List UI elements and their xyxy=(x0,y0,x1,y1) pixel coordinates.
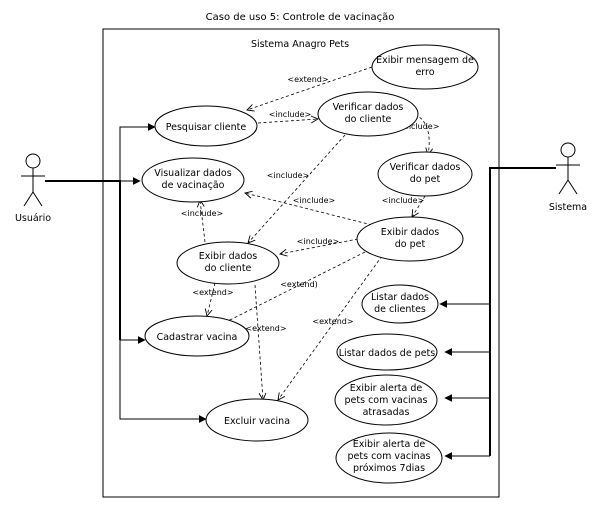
label-include-exibir-cliente-b: <include> xyxy=(297,237,339,246)
use-case-listar-pets-line1: Listar dados de pets xyxy=(339,348,436,359)
diagram-title: Caso de uso 5: Controle de vacinação xyxy=(206,12,395,23)
label-include-exibir-cliente-a: <include> xyxy=(267,171,309,180)
actor-user-head xyxy=(25,153,41,169)
use-case-listar-clientes-line1: Listar dados xyxy=(371,292,429,303)
label-extend-msg-erro: <extend> xyxy=(287,75,328,84)
use-case-exibir-cliente-line1: Exibir dados xyxy=(199,251,258,262)
actor-system: Sistema xyxy=(549,142,587,213)
use-case-listar-pets: Listar dados de pets xyxy=(336,333,438,371)
label-extend-excluir-a: <extend> xyxy=(245,324,286,333)
use-case-msg-erro-line1: Exibir mensagem de xyxy=(376,55,474,66)
actor-system-leg-right xyxy=(567,179,578,195)
use-case-cadastrar-vacina: Cadastrar vacina xyxy=(144,315,250,357)
use-case-alerta-proximos-line1: Exibir alerta de xyxy=(353,439,426,450)
rel-exibir-pet-to-excluir xyxy=(278,255,383,400)
system-assoc-trunk xyxy=(489,167,556,456)
rel-verificar-cliente-to-exibir-cliente xyxy=(248,134,346,243)
use-case-alerta-atrasadas-line3: atrasadas xyxy=(363,407,410,418)
use-case-listar-clientes-line2: de clientes xyxy=(374,304,426,315)
use-case-excluir-line1: Excluir vacina xyxy=(224,416,290,427)
use-case-verificar-pet-line1: Verificar dados xyxy=(390,162,461,173)
actor-user: Usuário xyxy=(15,153,51,224)
use-case-exibir-cliente-line2: do cliente xyxy=(205,263,252,274)
actor-system-leg-left xyxy=(558,179,569,195)
label-include-exibir-pet: <include> xyxy=(382,196,424,205)
use-case-alerta-proximos-line2: pets com vacinas xyxy=(348,451,431,462)
use-case-verificar-pet-line2: do pet xyxy=(410,174,441,185)
use-case-visualizar-line2: de vacinação xyxy=(162,180,225,191)
system-associations xyxy=(440,167,556,456)
rel-msg-erro-to-pesquisar xyxy=(247,66,373,110)
label-extend-excluir-b: <extend> xyxy=(312,317,353,326)
use-case-verificar-cliente-line1: Verificar dados xyxy=(333,102,404,113)
use-case-exibir-pet-line1: Exibir dados xyxy=(381,227,440,238)
rel-pesquisar-to-verificar-cliente xyxy=(257,119,318,124)
actor-system-head xyxy=(560,142,576,158)
use-case-exibir-pet-line2: do pet xyxy=(395,239,426,250)
use-case-excluir-vacina: Excluir vacina xyxy=(205,398,309,442)
relation-labels: <extend> <include> (include> <include> <… xyxy=(181,75,440,333)
svg-text:Cadastrar vacina: Cadastrar vacina xyxy=(157,332,238,343)
use-case-alerta-atrasadas-line2: pets com vacinas xyxy=(345,395,428,406)
user-assoc-excluir xyxy=(119,340,206,419)
label-extend-cadastrar-b: <extend) xyxy=(280,280,318,289)
rel-exibir-cliente-to-visualizar xyxy=(200,200,206,243)
rel-exibir-cliente-to-cadastrar xyxy=(207,282,216,316)
label-include-verificar-pet: (include> xyxy=(401,122,440,131)
label-extend-cadastrar-a: <extend> xyxy=(192,288,233,297)
user-assoc-pesquisar xyxy=(119,127,155,181)
rel-exibir-pet-to-exibir-cliente xyxy=(280,238,359,254)
label-include-pesquisar: <include> xyxy=(269,110,311,119)
actor-system-label: Sistema xyxy=(549,202,587,213)
use-case-alerta-proximos-line3: próximos 7dias xyxy=(353,463,425,474)
use-case-pesquisar-cliente: Pesquisar cliente xyxy=(154,105,258,147)
use-case-alerta-atrasadas-line1: Exibir alerta de xyxy=(350,383,423,394)
use-case-cadastrar-line1: Cadastrar vacina xyxy=(157,332,238,343)
rel-verificar-pet-to-exibir-pet xyxy=(412,195,426,217)
svg-text:Listar dados de pets: Listar dados de pets xyxy=(339,348,436,359)
label-include-visualizar-b: <include> xyxy=(181,209,223,218)
rel-verificar-cliente-to-verificar-pet xyxy=(409,111,429,155)
system-name: Sistema Anagro Pets xyxy=(251,39,349,50)
svg-text:Excluir vacina: Excluir vacina xyxy=(224,416,290,427)
relations xyxy=(200,66,429,400)
svg-text:Pesquisar cliente: Pesquisar cliente xyxy=(166,122,247,133)
user-associations xyxy=(45,127,206,419)
use-case-pesquisar-line1: Pesquisar cliente xyxy=(166,122,247,133)
actor-user-leg-right xyxy=(32,191,43,207)
use-case-verificar-cliente-line2: do cliente xyxy=(345,114,392,125)
actor-user-label: Usuário xyxy=(15,213,51,224)
use-case-msg-erro-line2: erro xyxy=(415,67,434,78)
label-include-visualizar-a: <include> xyxy=(293,196,335,205)
use-case-visualizar-line1: Visualizar dados xyxy=(154,168,231,179)
rel-exibir-cliente-to-excluir xyxy=(254,284,263,400)
actor-user-leg-left xyxy=(23,191,34,207)
